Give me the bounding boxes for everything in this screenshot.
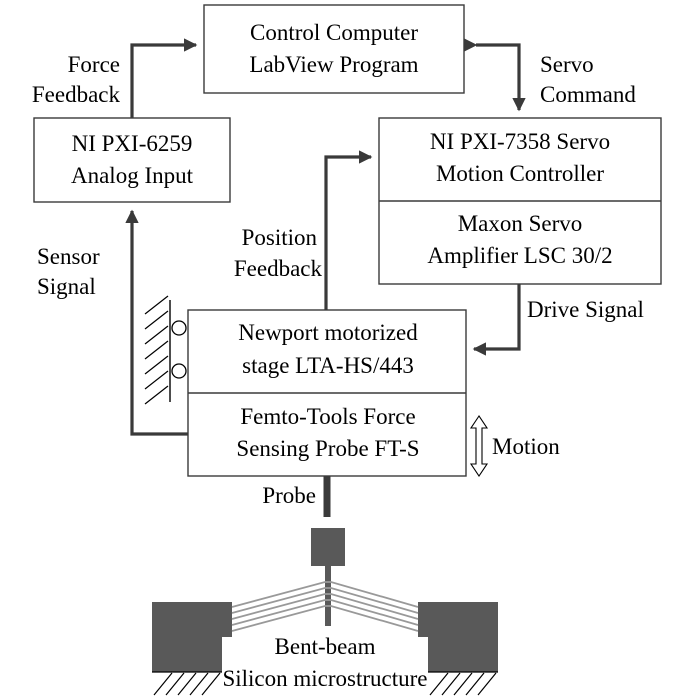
motion-controller-line2: Motion Controller bbox=[436, 161, 604, 186]
left-anchor bbox=[152, 602, 222, 672]
control-computer-line1: Control Computer bbox=[250, 20, 418, 45]
control-computer-line2: LabView Program bbox=[249, 52, 418, 77]
servo-amplifier-line1: Maxon Servo bbox=[458, 211, 583, 236]
microstructure-label-line2: Silicon microstructure bbox=[222, 666, 427, 691]
right-anchor bbox=[428, 602, 498, 672]
control-computer-block: Control Computer LabView Program bbox=[203, 4, 465, 94]
drive-signal-label: Drive Signal bbox=[527, 297, 644, 322]
analog-input-line2: Analog Input bbox=[71, 163, 194, 188]
roller-top-icon bbox=[171, 320, 187, 336]
force-feedback-wire bbox=[130, 38, 198, 118]
servo-controller-group: NI PXI-7358 Servo Motion Controller Maxo… bbox=[378, 117, 662, 285]
sensor-signal-wire bbox=[125, 209, 188, 436]
position-feedback-wire bbox=[324, 150, 373, 310]
motion-label: Motion bbox=[492, 434, 560, 459]
force-feedback-label-line1: Force bbox=[68, 52, 120, 77]
bent-beams bbox=[231, 581, 419, 632]
bent-beam-microstructure: Bent-beam Silicon microstructure bbox=[152, 528, 498, 696]
probe-tip-pad bbox=[311, 528, 345, 566]
probe-label: Probe bbox=[262, 483, 316, 508]
force-feedback-label-line2: Feedback bbox=[32, 82, 121, 107]
roller-bottom-icon bbox=[171, 363, 187, 379]
servo-command-label-line1: Servo bbox=[540, 52, 594, 77]
motion-double-arrow-icon bbox=[469, 415, 489, 477]
stage-probe-group: Newport motorized stage LTA-HS/443 Femto… bbox=[187, 309, 467, 477]
analog-input-block: NI PXI-6259 Analog Input bbox=[33, 117, 231, 203]
sensor-signal-label-line1: Sensor bbox=[37, 244, 100, 269]
center-shuttle bbox=[325, 566, 331, 626]
substrate-hatch bbox=[152, 671, 498, 696]
position-feedback-label-line2: Feedback bbox=[234, 256, 323, 281]
guide-wall bbox=[144, 295, 171, 405]
analog-input-line1: NI PXI-6259 bbox=[72, 131, 193, 156]
force-probe-line1: Femto-Tools Force bbox=[240, 404, 415, 429]
drive-signal-wire bbox=[472, 284, 521, 356]
motorized-stage-line2: stage LTA-HS/443 bbox=[242, 353, 414, 378]
force-probe-line2: Sensing Probe FT-S bbox=[236, 436, 419, 461]
motion-controller-line1: NI PXI-7358 Servo bbox=[430, 129, 610, 154]
motorized-stage-line1: Newport motorized bbox=[238, 320, 418, 345]
sensor-signal-label-line2: Signal bbox=[37, 274, 96, 299]
servo-command-label-line2: Command bbox=[540, 82, 636, 107]
servo-command-wire bbox=[463, 38, 526, 112]
position-feedback-label-line1: Position bbox=[242, 225, 318, 250]
microstructure-label-line1: Bent-beam bbox=[275, 634, 376, 659]
servo-amplifier-line2: Amplifier LSC 30/2 bbox=[427, 243, 612, 268]
